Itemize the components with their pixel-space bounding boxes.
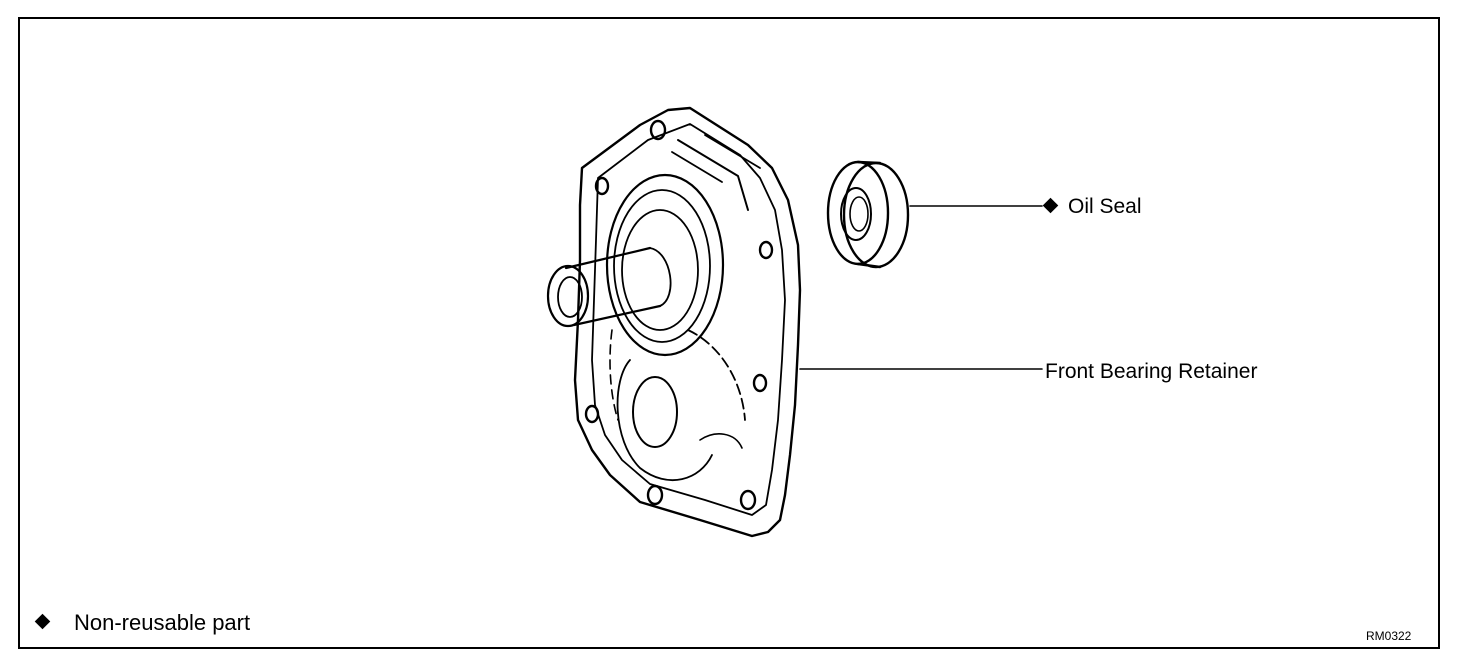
legend: Non-reusable part xyxy=(34,610,251,635)
oil-seal-drawing xyxy=(826,160,910,269)
oil-seal-label: Oil Seal xyxy=(1068,195,1142,218)
diamond-icon xyxy=(1042,197,1059,214)
front-bearing-retainer-label: Front Bearing Retainer xyxy=(1045,360,1258,383)
legend-text: Non-reusable part xyxy=(74,610,251,635)
front-bearing-retainer-drawing xyxy=(546,106,802,538)
diamond-icon xyxy=(34,613,51,629)
diagram-frame xyxy=(18,17,1440,649)
figure-code: RM0322 xyxy=(1366,629,1412,643)
oil-seal-callout: Oil Seal xyxy=(1042,195,1142,218)
